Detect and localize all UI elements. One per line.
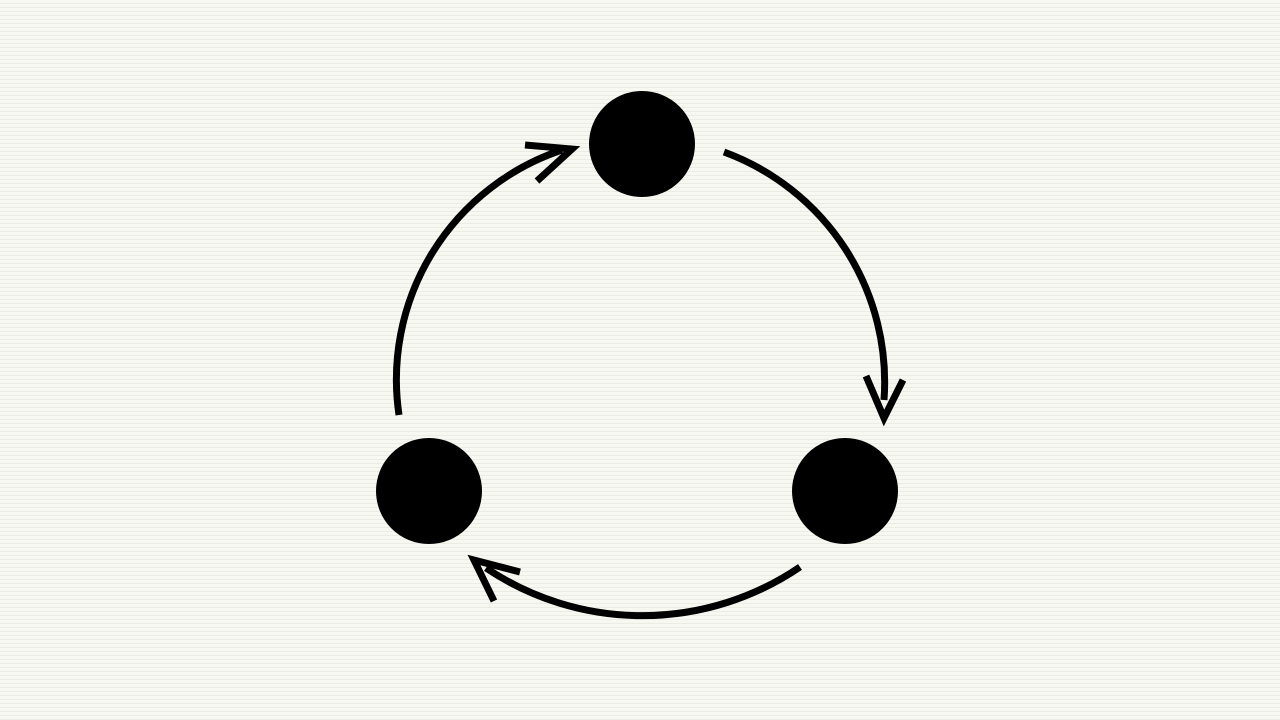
- cycle-node-top: [589, 91, 695, 197]
- cycle-arrow-arc: [722, 148, 889, 401]
- edge-bottom-left-to-top: [392, 141, 581, 416]
- cycle-arrowhead: [467, 554, 521, 603]
- edge-top-to-bottom-right: [722, 148, 907, 427]
- edge-bottom-right-to-bottom-left: [467, 554, 802, 620]
- cycle-arrow-arc: [484, 564, 802, 620]
- cycle-node-bottom-left: [376, 438, 482, 544]
- cycle-arrowhead: [862, 374, 907, 427]
- cycle-node-bottom-right: [792, 438, 898, 544]
- cycle-arrow-arc: [392, 146, 564, 416]
- cycle-arrowhead: [524, 141, 581, 184]
